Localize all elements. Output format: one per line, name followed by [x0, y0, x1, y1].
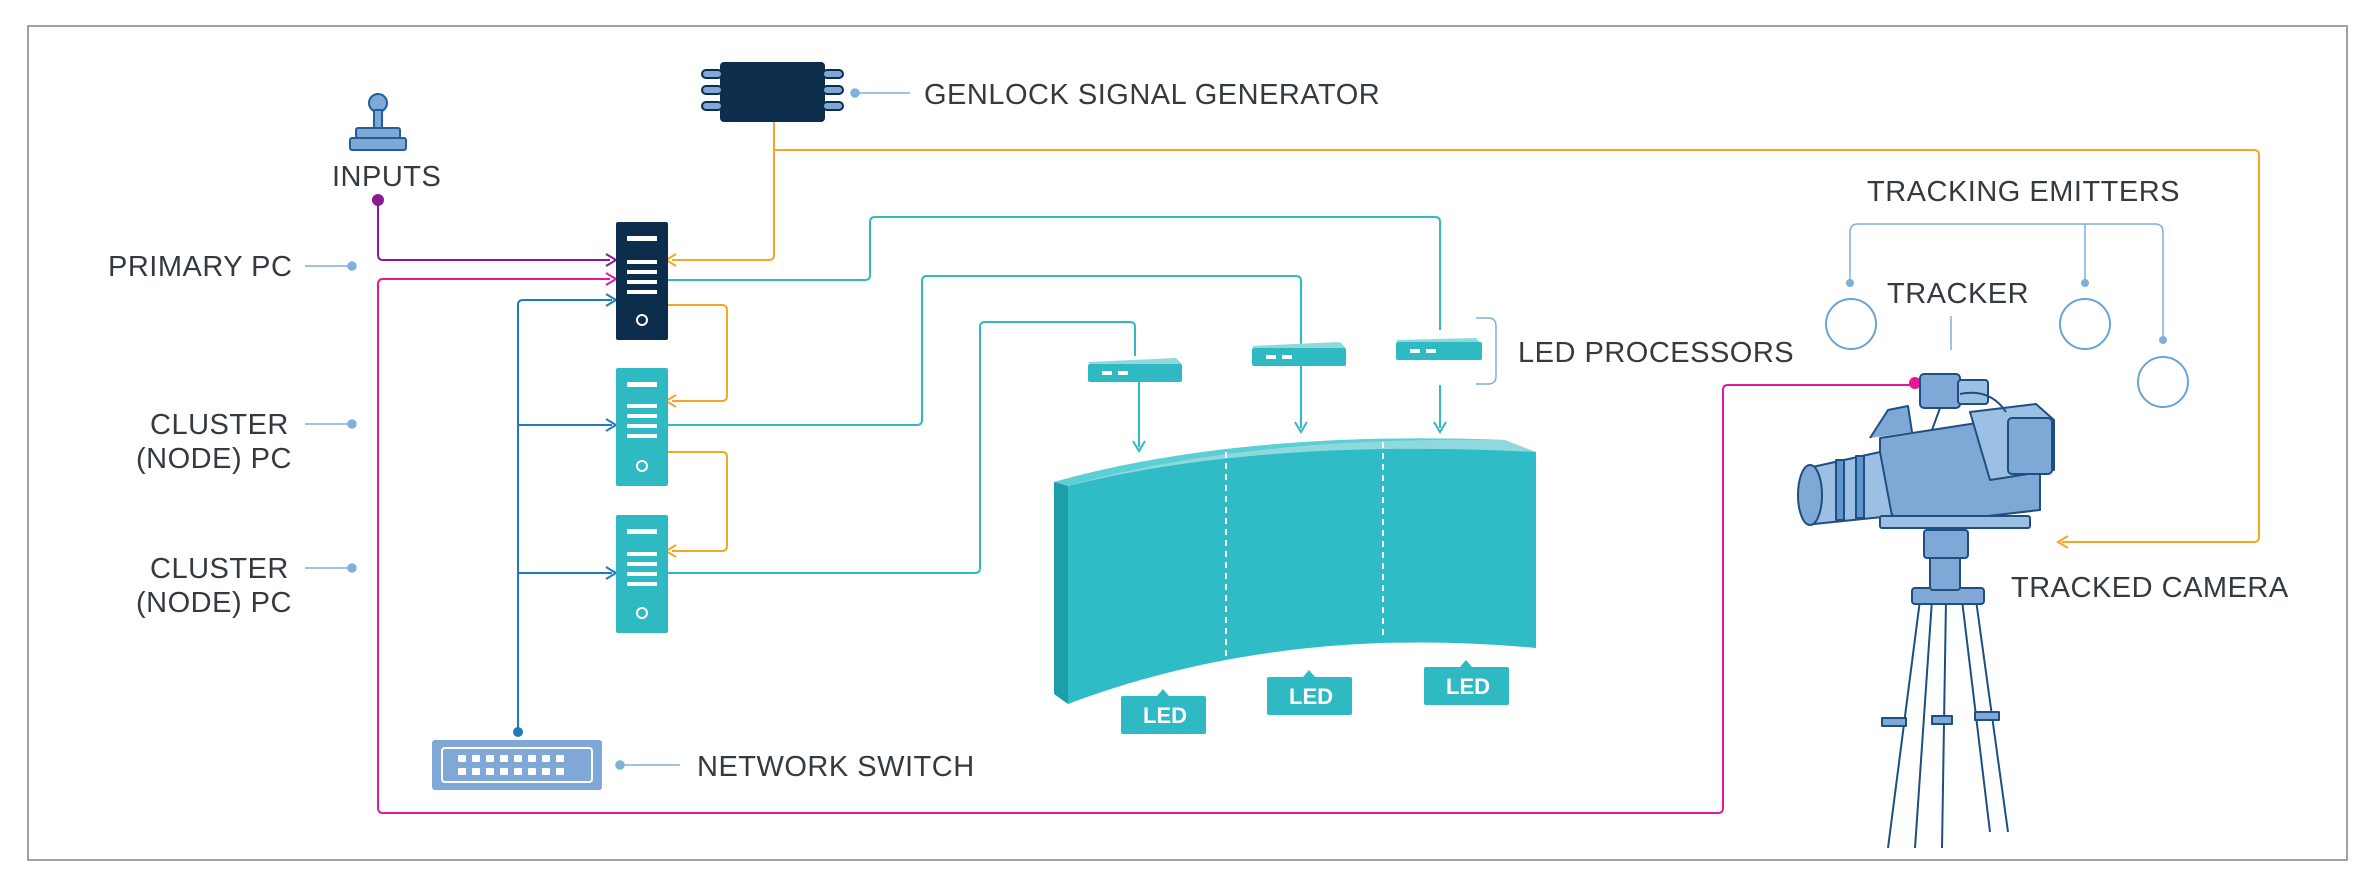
diagram-frame: [27, 25, 2348, 861]
network-switch-label: NETWORK SWITCH: [697, 751, 975, 783]
cluster-pc-1-label-line2: (NODE) PC: [136, 443, 292, 475]
emitter-3-icon: [2137, 356, 2189, 408]
cluster-pc-1-icon: [616, 368, 668, 486]
primary-pc-label: PRIMARY PC: [108, 251, 292, 283]
led-processors-label: LED PROCESSORS: [1518, 337, 1794, 369]
genlock-generator-icon: [701, 62, 844, 122]
input-line: [372, 194, 618, 267]
led-wall: [1054, 438, 1536, 704]
led-badge-2: LED: [1267, 670, 1352, 715]
led-processor-3-icon: [1396, 338, 1482, 360]
tracking-emitters-label: TRACKING EMITTERS: [1867, 176, 2180, 208]
led-processors-bracket: [1476, 317, 1497, 385]
tracked-camera-label: TRACKED CAMERA: [2011, 572, 2289, 604]
cluster-pc-2-label-line2: (NODE) PC: [136, 587, 292, 619]
led-badge-1: LED: [1121, 689, 1206, 734]
led-badge-1-label: LED: [1143, 703, 1187, 728]
genlock-label: GENLOCK SIGNAL GENERATOR: [924, 79, 1380, 111]
inputs-label: INPUTS: [332, 161, 441, 193]
emitter-2-icon: [2059, 298, 2111, 350]
emitter-lines: [1849, 223, 2164, 338]
led-badge-3-label: LED: [1446, 674, 1490, 699]
tracker-label: TRACKER: [1887, 278, 2029, 310]
network-lines: [513, 293, 618, 737]
cluster-pc-2-label-line1: CLUSTER: [150, 553, 289, 585]
tracked-camera-icon: [1797, 373, 2055, 849]
led-badge-3: LED: [1424, 660, 1509, 705]
led-processor-2-icon: [1252, 342, 1346, 366]
led-processor-1-icon: [1088, 358, 1182, 382]
tracker-dot: [1909, 377, 1921, 389]
left-leaders: [305, 88, 910, 770]
emitter-dots: [1846, 279, 2167, 344]
primary-pc-icon: [616, 222, 668, 340]
cluster-pc-1-label-line1: CLUSTER: [150, 409, 289, 441]
emitter-1-icon: [1825, 298, 1877, 350]
genlock-lines: [664, 120, 2260, 558]
cluster-pc-2-icon: [616, 515, 668, 633]
led-badge-2-label: LED: [1289, 684, 1333, 709]
video-lines: [668, 216, 1447, 574]
network-switch-icon: [432, 740, 602, 790]
joystick-icon: [349, 93, 407, 151]
